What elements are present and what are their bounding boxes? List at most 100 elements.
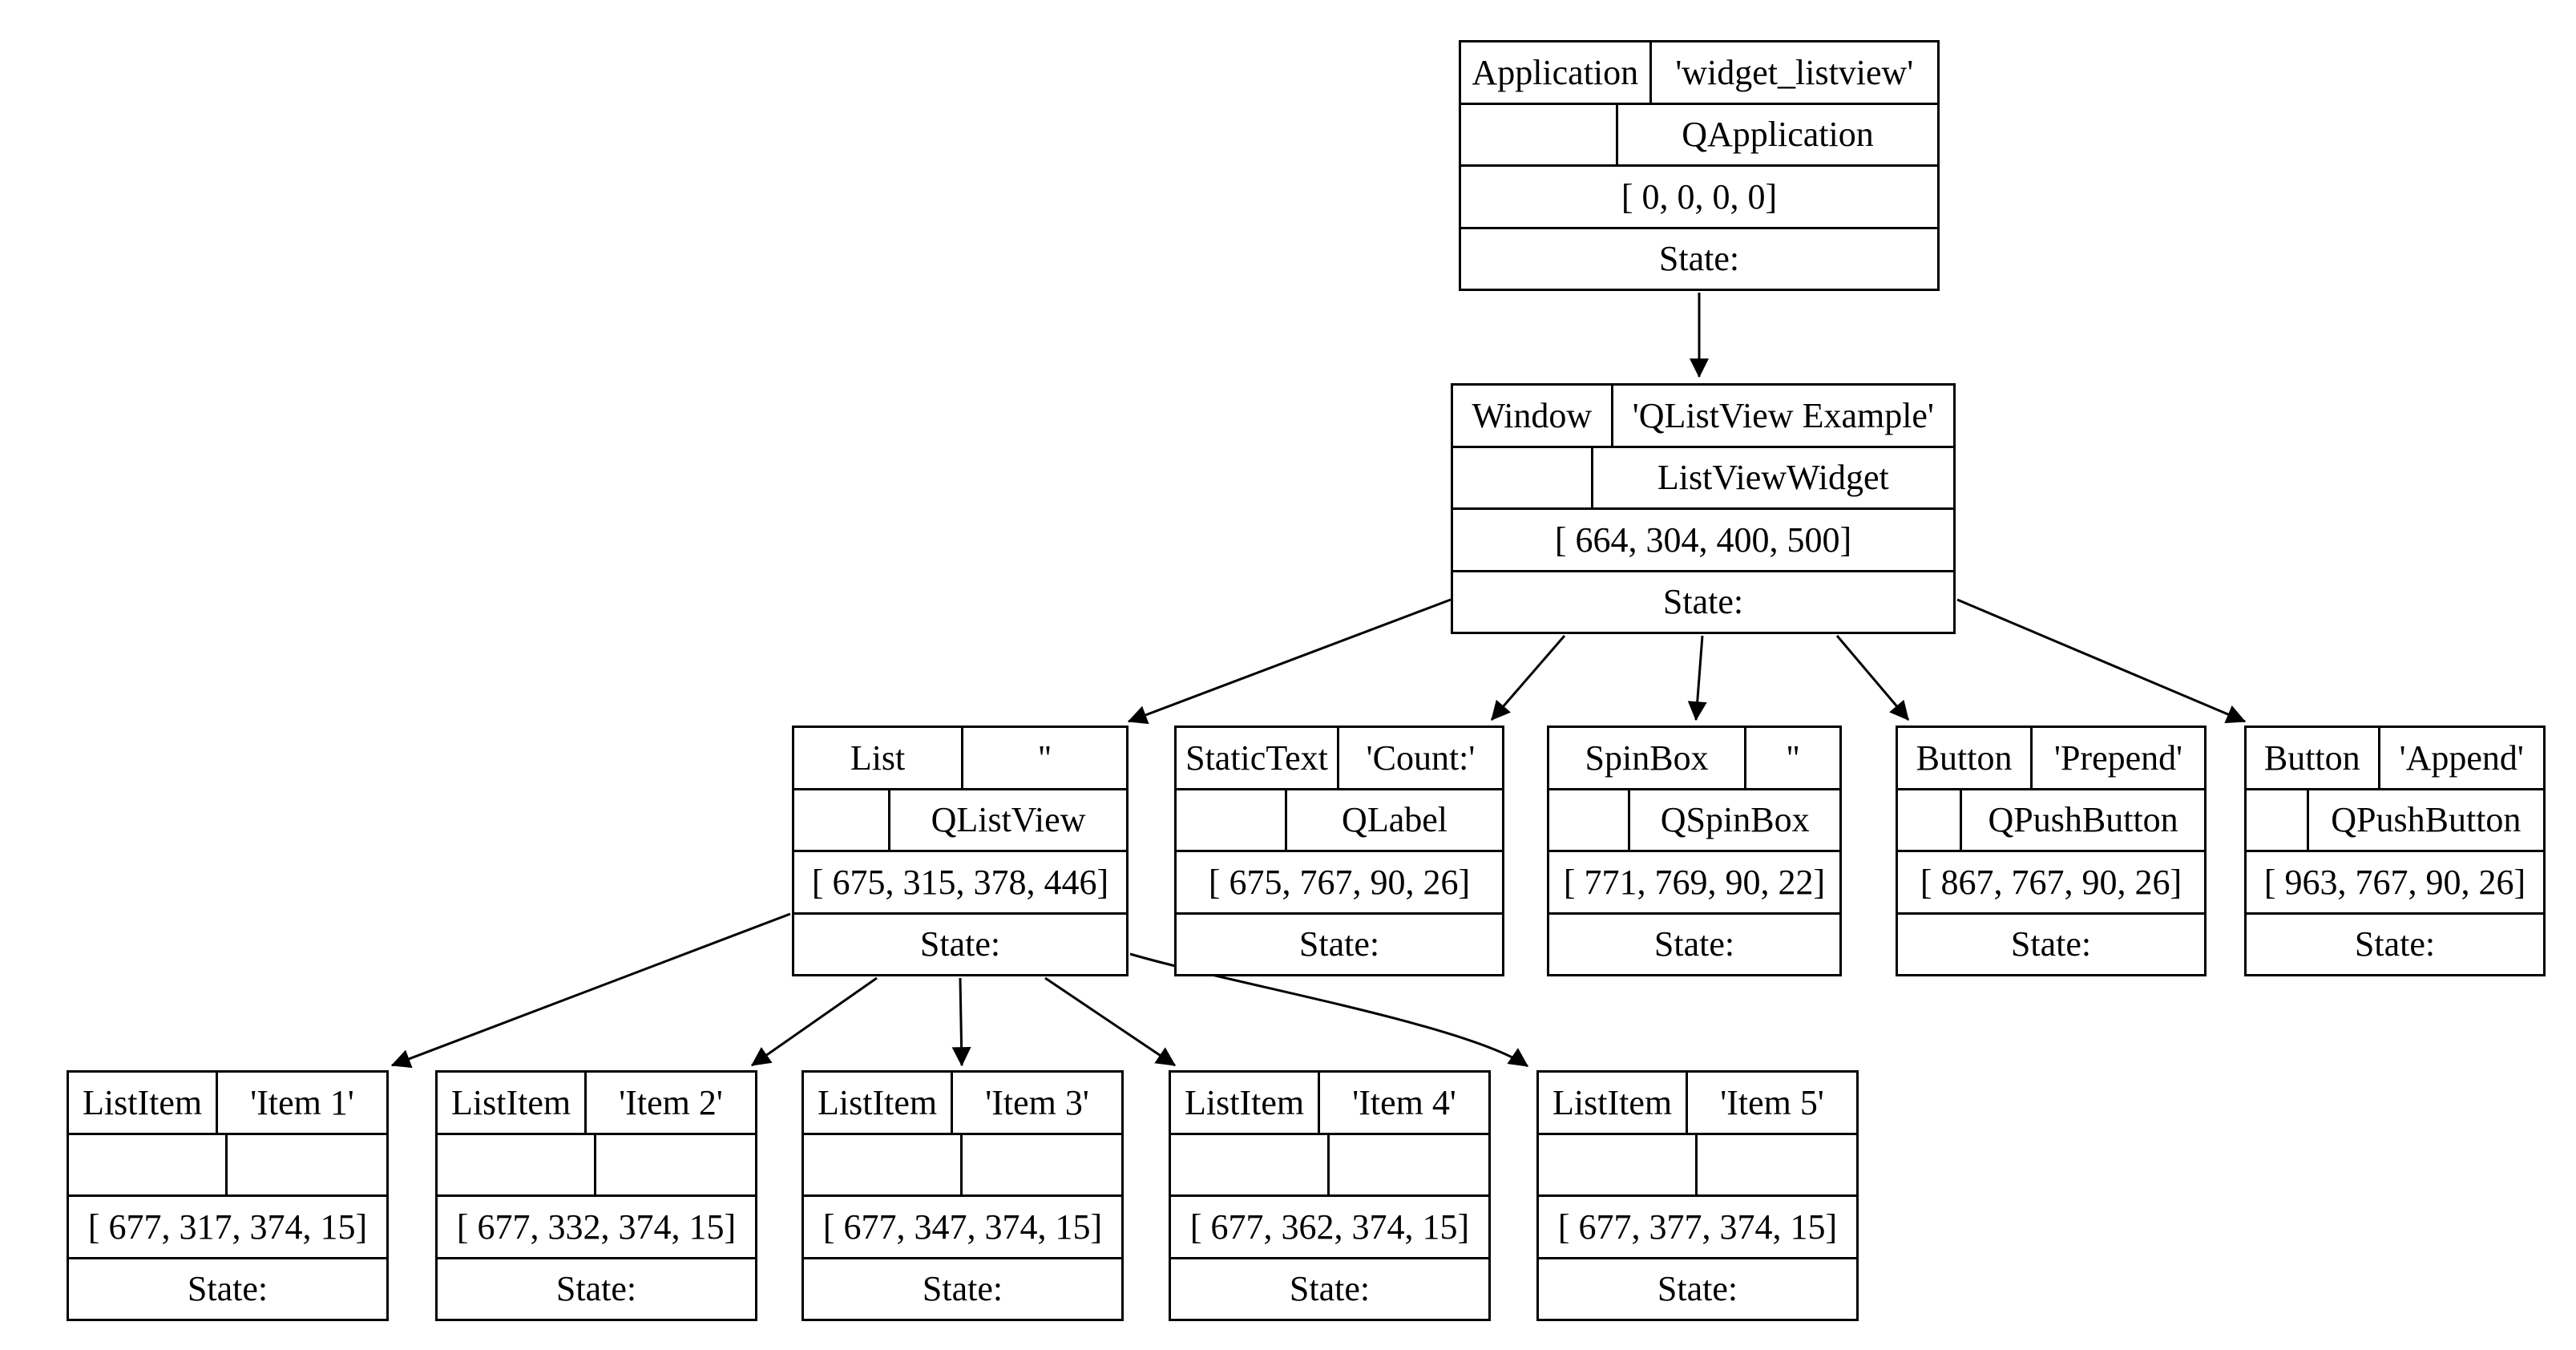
node-item-1: ListItem 'Item 1' [ 677, 317, 374, 15] S…: [67, 1070, 389, 1321]
spacer-cell: [1549, 790, 1631, 850]
rect-cell: [ 677, 362, 374, 15]: [1171, 1197, 1488, 1257]
role-cell: ListItem: [804, 1073, 954, 1133]
node-application: Application 'widget_listview' QApplicati…: [1459, 40, 1940, 291]
role-cell: ListItem: [438, 1073, 587, 1133]
state-label: State:: [187, 1269, 269, 1309]
state-label: State:: [919, 924, 1001, 964]
rect-cell: [ 677, 377, 374, 15]: [1539, 1197, 1856, 1257]
rect-cell: [ 664, 304, 400, 500]: [1453, 510, 1953, 570]
rect-label: [ 675, 315, 378, 446]: [811, 862, 1109, 902]
node-spinbox: SpinBox '' QSpinBox [ 771, 769, 90, 22] …: [1547, 726, 1842, 976]
node-item-5: ListItem 'Item 5' [ 677, 377, 374, 15] S…: [1536, 1070, 1859, 1321]
node-list: List '' QListView [ 675, 315, 378, 446] …: [792, 726, 1129, 976]
name-label: 'widget_listview': [1675, 52, 1914, 92]
role-cell: ListItem: [69, 1073, 219, 1133]
role-label: ListItem: [83, 1082, 203, 1122]
rect-label: [ 867, 767, 90, 26]: [1920, 862, 2182, 902]
node-window: Window 'QListView Example' ListViewWidge…: [1451, 383, 1956, 634]
state-label: State:: [1657, 1269, 1738, 1309]
spacer-cell: [1898, 790, 1963, 850]
name-cell: '': [1746, 728, 1839, 788]
rect-label: [ 0, 0, 0, 0]: [1621, 176, 1778, 216]
class-label: QPushButton: [1988, 800, 2178, 840]
state-cell: State:: [69, 1259, 386, 1320]
rect-label: [ 677, 332, 374, 15]: [456, 1207, 737, 1247]
class-cell: [1330, 1135, 1488, 1195]
rect-cell: [ 675, 315, 378, 446]: [794, 852, 1126, 912]
class-label: QSpinBox: [1660, 800, 1810, 840]
spacer-cell: [1453, 447, 1593, 507]
role-label: Application: [1472, 52, 1639, 92]
edge-list-item-2: [751, 976, 878, 1067]
name-label: 'Item 1': [250, 1082, 354, 1122]
role-label: ListItem: [1552, 1082, 1673, 1122]
rect-cell: [ 867, 767, 90, 26]: [1898, 852, 2204, 912]
edge-window-button-prepend: [1835, 635, 1910, 721]
spacer-cell: [1539, 1134, 1698, 1194]
edge-list-item-3: [951, 977, 971, 1067]
edge-window-list: [1127, 598, 1452, 725]
class-cell: QPushButton: [1962, 790, 2204, 851]
rect-cell: [ 963, 767, 90, 26]: [2247, 852, 2543, 912]
node-button-prepend: Button 'Prepend' QPushButton [ 867, 767,…: [1896, 726, 2207, 976]
name-cell: 'QListView Example': [1613, 386, 1953, 446]
spacer-cell: [804, 1134, 963, 1194]
class-label: QPushButton: [2331, 800, 2521, 840]
role-label: StaticText: [1185, 738, 1328, 778]
name-cell: 'Item 2': [587, 1073, 755, 1133]
spacer-cell: [794, 790, 891, 850]
node-statictext: StaticText 'Count:' QLabel [ 675, 767, 9…: [1174, 726, 1504, 976]
name-label: '': [1038, 738, 1052, 778]
name-label: 'Count:': [1366, 738, 1476, 778]
name-label: 'Item 2': [619, 1082, 723, 1122]
rect-label: [ 677, 347, 374, 15]: [822, 1207, 1103, 1247]
class-cell: QPushButton: [2309, 790, 2543, 851]
role-label: Window: [1472, 395, 1593, 435]
class-cell: QListView: [890, 790, 1126, 851]
class-cell: QLabel: [1287, 790, 1502, 851]
state-cell: State:: [1549, 915, 1839, 975]
name-cell: '': [963, 728, 1126, 788]
name-cell: 'Item 4': [1320, 1073, 1488, 1133]
rect-cell: [ 0, 0, 0, 0]: [1461, 167, 1937, 227]
class-cell: ListViewWidget: [1593, 448, 1953, 508]
state-label: State:: [2010, 924, 2092, 964]
class-cell: [596, 1135, 755, 1195]
spacer-cell: [1171, 1134, 1330, 1194]
name-label: 'Prepend': [2054, 738, 2183, 778]
name-label: 'QListView Example': [1632, 395, 1934, 435]
state-cell: State:: [438, 1259, 755, 1320]
rect-label: [ 677, 362, 374, 15]: [1189, 1207, 1470, 1247]
name-label: 'Item 4': [1352, 1082, 1456, 1122]
edge-window-statictext: [1490, 635, 1566, 721]
rect-cell: [ 677, 347, 374, 15]: [804, 1197, 1121, 1257]
class-label: ListViewWidget: [1657, 458, 1889, 498]
state-label: State:: [1653, 924, 1735, 964]
name-label: 'Append': [2399, 738, 2524, 778]
state-label: State:: [922, 1269, 1003, 1309]
class-cell: [228, 1135, 386, 1195]
rect-label: [ 677, 377, 374, 15]: [1557, 1207, 1838, 1247]
role-cell: ListItem: [1171, 1073, 1321, 1133]
node-item-2: ListItem 'Item 2' [ 677, 332, 374, 15] S…: [435, 1070, 757, 1321]
state-cell: State:: [1177, 915, 1502, 975]
state-cell: State:: [2247, 915, 2543, 975]
state-label: State:: [1289, 1269, 1371, 1309]
edge-list-item-4: [1044, 976, 1176, 1067]
name-cell: 'Item 1': [218, 1073, 386, 1133]
name-cell: 'Item 3': [953, 1073, 1121, 1133]
state-cell: State:: [794, 915, 1126, 975]
name-label: 'Item 3': [985, 1082, 1089, 1122]
role-cell: Button: [2247, 728, 2380, 788]
name-cell: 'widget_listview': [1652, 42, 1937, 103]
name-cell: 'Item 5': [1688, 1073, 1856, 1133]
edge-window-spinbox: [1687, 635, 1707, 721]
role-cell: Application: [1461, 42, 1652, 103]
state-label: State:: [1662, 582, 1744, 622]
name-cell: 'Append': [2380, 728, 2544, 788]
state-label: State:: [1298, 924, 1380, 964]
node-button-append: Button 'Append' QPushButton [ 963, 767, …: [2244, 726, 2546, 976]
rect-label: [ 664, 304, 400, 500]: [1554, 519, 1852, 560]
role-label: Button: [1916, 738, 2013, 778]
